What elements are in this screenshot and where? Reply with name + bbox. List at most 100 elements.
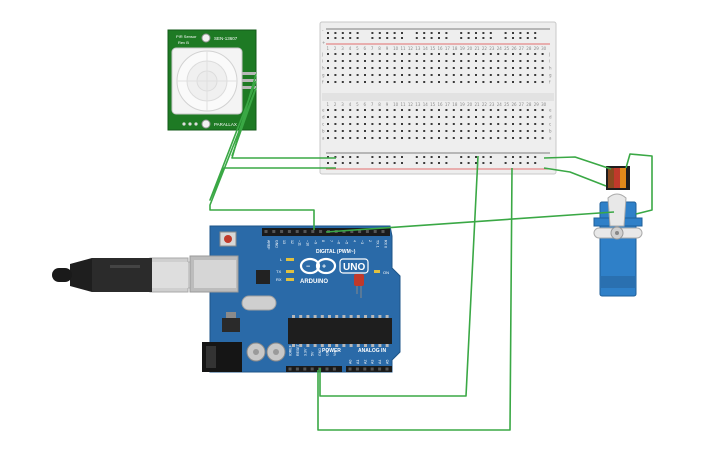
breadboard-hole xyxy=(386,109,389,111)
column-number-bottom: 9 xyxy=(386,102,389,107)
column-number-bottom: 4 xyxy=(349,102,352,107)
breadboard-rail-hole xyxy=(393,37,396,39)
breadboard-hole xyxy=(423,130,426,132)
row-letter: b xyxy=(549,129,552,134)
column-number-top: 21 xyxy=(475,46,481,51)
digital-pin-label: 8 xyxy=(321,240,325,242)
breadboard-hole xyxy=(423,74,426,76)
breadboard-hole xyxy=(327,81,329,83)
breadboard-hole xyxy=(460,53,463,55)
breadboard-hole xyxy=(430,137,433,139)
breadboard-hole xyxy=(430,123,433,125)
chip-pin xyxy=(378,344,382,347)
breadboard-hole xyxy=(334,53,337,55)
breadboard-hole xyxy=(415,123,418,125)
row-letter: h xyxy=(322,66,325,71)
breadboard-hole xyxy=(541,137,544,139)
svg-text:−: − xyxy=(306,264,310,271)
breadboard-hole xyxy=(415,81,418,83)
breadboard-hole xyxy=(341,109,344,111)
breadboard-hole xyxy=(341,116,344,118)
breadboard-hole xyxy=(541,123,544,125)
breadboard-hole xyxy=(415,74,418,76)
breadboard-rail-hole xyxy=(438,32,440,34)
breadboard-hole xyxy=(430,67,433,69)
breadboard-hole xyxy=(438,116,440,118)
column-number-bottom: 2 xyxy=(334,102,337,107)
header-pin xyxy=(280,230,284,233)
breadboard-hole xyxy=(475,67,477,69)
breadboard-hole xyxy=(401,109,403,111)
breadboard-hole xyxy=(445,53,448,55)
l-label: L xyxy=(280,257,283,262)
breadboard-hole xyxy=(356,53,359,55)
breadboard-rail-hole xyxy=(460,162,463,164)
breadboard-rail-hole xyxy=(489,32,492,34)
column-number-bottom: 23 xyxy=(489,102,495,107)
breadboard-hole xyxy=(334,81,337,83)
header-pin xyxy=(355,367,359,371)
chip-pin xyxy=(292,315,295,318)
breadboard-hole xyxy=(401,81,403,83)
breadboard-hole xyxy=(512,67,514,69)
breadboard-hole xyxy=(393,81,396,83)
servo-horn xyxy=(607,193,627,227)
pir-parallax-label: PARALLAX xyxy=(214,122,237,127)
breadboard-hole xyxy=(504,130,507,132)
breadboard-rail-hole xyxy=(504,37,507,39)
breadboard-rail-hole xyxy=(519,162,522,164)
servo-motor[interactable] xyxy=(593,166,643,297)
breadboard-hole xyxy=(504,123,507,125)
pir-title-line2: Rev B xyxy=(178,40,189,45)
breadboard-hole xyxy=(482,109,485,111)
breadboard-rail-hole xyxy=(371,162,374,164)
breadboard-rail-hole xyxy=(475,32,477,34)
column-number-bottom: 1 xyxy=(327,102,330,107)
column-number-top: 10 xyxy=(393,46,399,51)
breadboard-rail-hole xyxy=(445,32,448,34)
tx-label: TX xyxy=(276,269,281,274)
breadboard-hole xyxy=(489,53,492,55)
usb-cable xyxy=(52,257,238,293)
breadboard-hole xyxy=(430,109,433,111)
breadboard-rail-hole xyxy=(512,32,514,34)
breadboard-hole xyxy=(327,60,329,62)
breadboard-hole xyxy=(519,81,522,83)
column-number-top: 26 xyxy=(512,46,518,51)
breadboard-rail-hole xyxy=(334,162,337,164)
breadboard-rail-hole xyxy=(512,156,514,158)
breadboard-hole xyxy=(378,109,381,111)
red-led[interactable] xyxy=(354,274,364,298)
power-pin-label: 5V xyxy=(311,351,315,356)
row-letter: c xyxy=(322,122,324,127)
breadboard-hole xyxy=(349,67,352,69)
breadboard-rail-hole xyxy=(534,156,537,158)
header-pin xyxy=(325,367,329,371)
breadboard-hole xyxy=(327,116,329,118)
breadboard-hole xyxy=(526,67,529,69)
breadboard-rail-hole xyxy=(482,156,485,158)
breadboard-hole xyxy=(327,137,329,139)
column-number-bottom: 14 xyxy=(423,102,429,107)
breadboard-hole xyxy=(519,74,522,76)
breadboard-hole xyxy=(408,109,411,111)
breadboard-rail-hole xyxy=(526,162,529,164)
chip-pin xyxy=(320,344,324,347)
breadboard-hole xyxy=(475,74,477,76)
column-number-bottom: 29 xyxy=(534,102,540,107)
breadboard-rail-hole xyxy=(460,32,463,34)
breadboard-hole xyxy=(460,123,463,125)
breadboard-hole xyxy=(364,137,366,139)
breadboard-rail-hole xyxy=(519,37,522,39)
row-letter: c xyxy=(549,122,551,127)
breadboard-hole xyxy=(356,123,359,125)
breadboard-rail-hole xyxy=(460,156,463,158)
breadboard-hole xyxy=(512,74,514,76)
breadboard-hole xyxy=(378,137,381,139)
breadboard-hole xyxy=(327,109,329,111)
breadboard-hole xyxy=(408,137,411,139)
breadboard-hole xyxy=(393,60,396,62)
column-number-top: 12 xyxy=(408,46,414,51)
breadboard-hole xyxy=(475,123,477,125)
